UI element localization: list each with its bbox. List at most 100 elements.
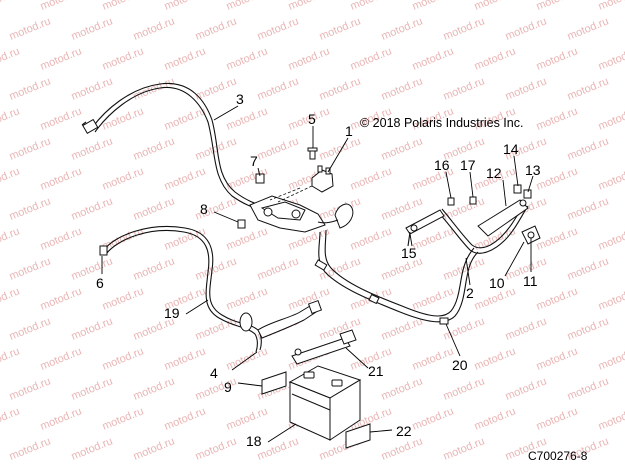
- watermark-text: motod.ru: [318, 135, 363, 162]
- callout-19: 19: [164, 305, 180, 321]
- watermark-text: motod.ru: [535, 225, 580, 252]
- solenoid-assembly: [237, 147, 354, 233]
- callout-15: 15: [401, 245, 417, 261]
- watermark-text: motod.ru: [597, 45, 625, 72]
- watermark-text: motod.ru: [473, 45, 518, 72]
- watermark-text: motod.ru: [256, 135, 301, 162]
- watermark-text: motod.ru: [411, 345, 456, 372]
- callout-labels: 1 2 3 4 5 6 7 8 9 10 11 12 13 14 15 16 1…: [96, 91, 541, 449]
- part-code: C700276-8: [528, 449, 588, 463]
- watermark-text: motod.ru: [504, 75, 549, 102]
- watermark-text: motod.ru: [225, 285, 270, 312]
- watermark-text: motod.ru: [256, 255, 301, 282]
- watermark-text: motod.ru: [256, 15, 301, 42]
- watermark-text: motod.ru: [225, 405, 270, 432]
- watermark-text: motod.ru: [442, 375, 487, 402]
- watermark-text: motod.ru: [380, 315, 425, 342]
- watermark-text: motod.ru: [442, 75, 487, 102]
- watermark-text: motod.ru: [101, 0, 146, 13]
- watermark-text: motod.ru: [163, 405, 208, 432]
- watermark-text: motod.ru: [566, 75, 611, 102]
- watermark-text: motod.ru: [0, 225, 21, 252]
- watermark-text: motod.ru: [318, 75, 363, 102]
- watermark-text: motod.ru: [411, 285, 456, 312]
- watermark-text: motod.ru: [101, 165, 146, 192]
- watermark-text: motod.ru: [101, 345, 146, 372]
- watermark-text: motod.ru: [194, 435, 239, 462]
- cable-3: [81, 82, 269, 213]
- callout-13: 13: [525, 162, 541, 178]
- watermark-text: motod.ru: [287, 0, 332, 13]
- watermark-text: motod.ru: [194, 15, 239, 42]
- watermark-text: motod.ru: [39, 405, 84, 432]
- watermark-text: motod.ru: [597, 285, 625, 312]
- watermark-text: motod.ru: [256, 435, 301, 462]
- watermark-text: motod.ru: [411, 405, 456, 432]
- watermark-text: motod.ru: [566, 315, 611, 342]
- watermark-text: motod.ru: [70, 375, 115, 402]
- battery-18: [288, 365, 362, 441]
- callout-1: 1: [345, 123, 353, 139]
- watermark-text: motod.ru: [132, 195, 177, 222]
- watermark-text: motod.ru: [256, 75, 301, 102]
- watermark-text: motod.ru: [8, 195, 53, 222]
- watermark-text: motod.ru: [566, 375, 611, 402]
- watermark-text: motod.ru: [163, 0, 208, 13]
- callout-4: 4: [210, 365, 218, 381]
- watermark-text: motod.ru: [442, 435, 487, 462]
- watermark-text: motod.ru: [473, 345, 518, 372]
- watermark-text: motod.ru: [8, 15, 53, 42]
- callout-12: 12: [486, 165, 502, 181]
- watermark-text: motod.ru: [39, 345, 84, 372]
- watermark-text: motod.ru: [163, 105, 208, 132]
- watermark-text: motod.ru: [194, 255, 239, 282]
- watermark-text: motod.ru: [101, 105, 146, 132]
- watermark-text: motod.ru: [132, 15, 177, 42]
- watermark-text: motod.ru: [8, 75, 53, 102]
- watermark-text: motod.ru: [504, 315, 549, 342]
- watermark-text: motod.ru: [0, 165, 21, 192]
- watermark-text: motod.ru: [411, 0, 456, 13]
- watermark-text: motod.ru: [39, 165, 84, 192]
- watermark-text: motod.ru: [504, 15, 549, 42]
- watermark-text: motod.ru: [349, 225, 394, 252]
- watermark-text: motod.ru: [101, 405, 146, 432]
- watermark-text: motod.ru: [535, 285, 580, 312]
- watermark-text: motod.ru: [566, 135, 611, 162]
- watermark-text: motod.ru: [504, 375, 549, 402]
- watermark-text: motod.ru: [380, 375, 425, 402]
- watermark-text: motod.ru: [380, 15, 425, 42]
- watermark-text: motod.ru: [70, 75, 115, 102]
- cable-20: [314, 229, 479, 325]
- watermark-text: motod.ru: [39, 105, 84, 132]
- pad-22: [345, 423, 371, 449]
- watermark-text: motod.ru: [566, 195, 611, 222]
- watermark-text: motod.ru: [566, 15, 611, 42]
- watermark-text: motod.ru: [0, 105, 21, 132]
- watermark-text: motod.ru: [8, 135, 53, 162]
- callout-6: 6: [96, 275, 104, 291]
- callout-18: 18: [246, 433, 262, 449]
- watermark-text: motod.ru: [0, 405, 21, 432]
- cable-19: [99, 225, 323, 353]
- watermark-text: motod.ru: [132, 435, 177, 462]
- watermark-text: motod.ru: [132, 375, 177, 402]
- callout-14: 14: [503, 141, 519, 157]
- watermark-text: motod.ru: [0, 285, 21, 312]
- callout-5: 5: [308, 111, 316, 127]
- watermark-text: motod.ru: [70, 315, 115, 342]
- watermark-text: motod.ru: [225, 225, 270, 252]
- watermark-text: motod.ru: [380, 75, 425, 102]
- watermark-text: motod.ru: [535, 345, 580, 372]
- watermark-text: motod.ru: [163, 165, 208, 192]
- watermark-text: motod.ru: [163, 345, 208, 372]
- watermark-text: motod.ru: [535, 165, 580, 192]
- watermark-text: motod.ru: [132, 255, 177, 282]
- watermark-text: motod.ru: [8, 255, 53, 282]
- watermark-text: motod.ru: [566, 255, 611, 282]
- copyright-text: © 2018 Polaris Industries Inc.: [360, 116, 523, 130]
- watermark-text: motod.ru: [225, 45, 270, 72]
- watermark-text: motod.ru: [132, 135, 177, 162]
- callout-11: 11: [523, 273, 538, 289]
